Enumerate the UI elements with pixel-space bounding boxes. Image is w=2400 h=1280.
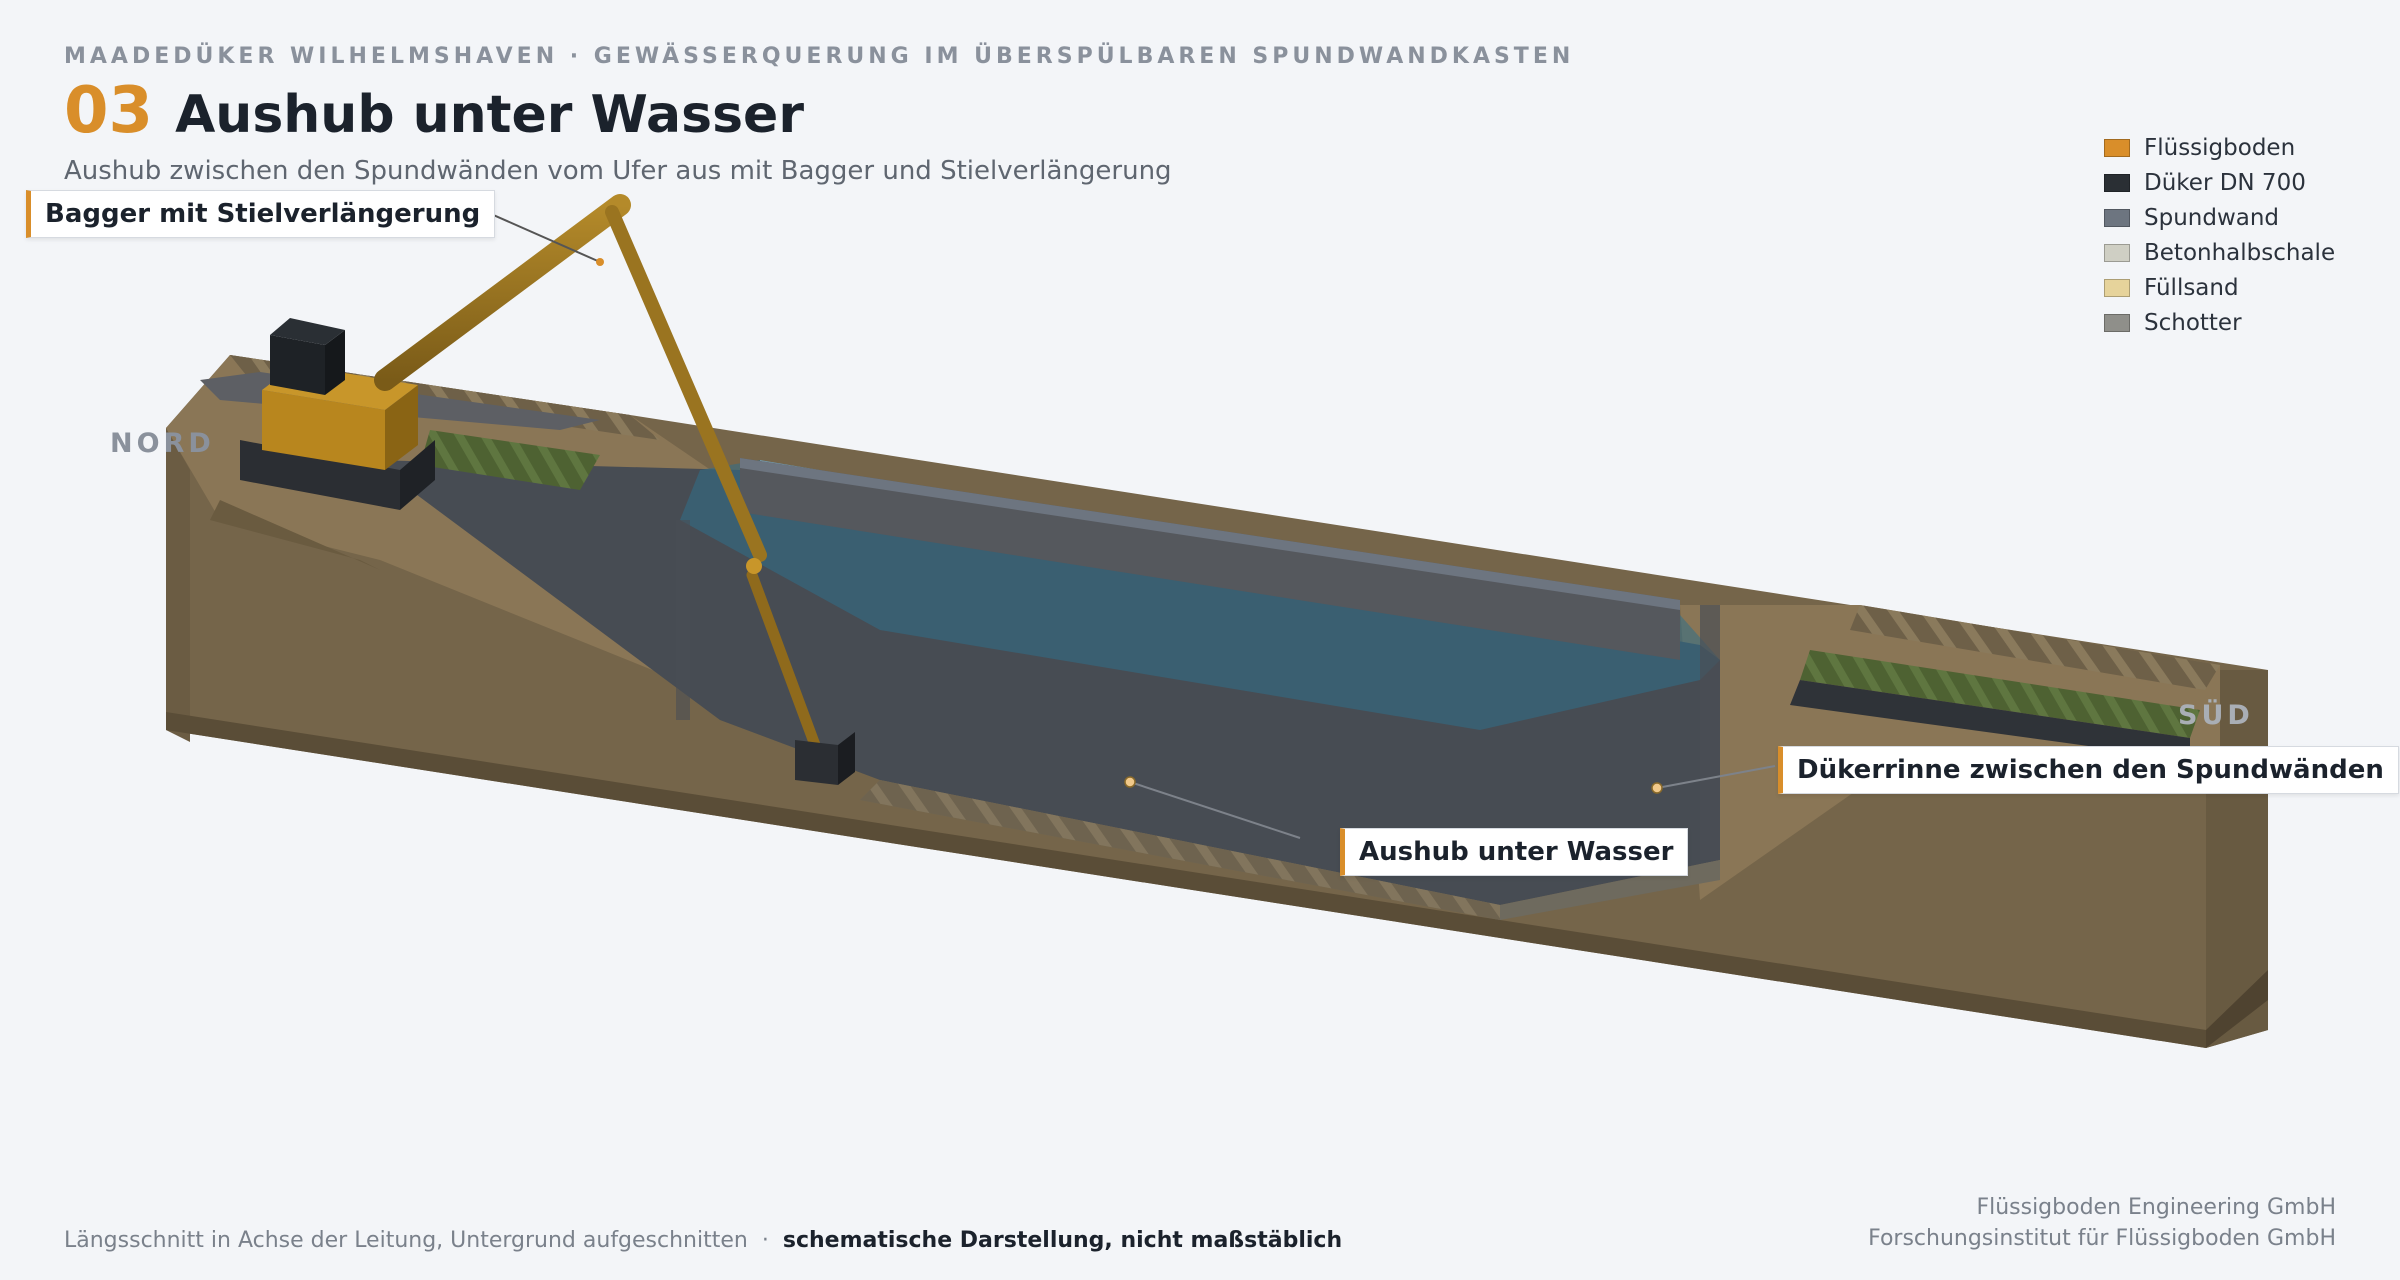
- page-title: Aushub unter Wasser: [175, 85, 804, 145]
- excavator: [240, 194, 855, 785]
- footer-emphasis: schematische Darstellung, nicht maßstäbl…: [782, 1228, 1343, 1253]
- callout-excavator: Bagger mit Stielverlängerung: [26, 190, 496, 238]
- legend: Flüssigboden Düker DN 700 Spundwand Beto…: [2104, 130, 2335, 340]
- legend-item: Spundwand: [2104, 200, 2335, 235]
- legend-label: Füllsand: [2144, 274, 2239, 301]
- legend-label: Betonhalbschale: [2144, 239, 2336, 266]
- project-kicker: MAADEDÜKER WILHELMSHAVEN · GEWÄSSERQUERU…: [64, 44, 1575, 69]
- callout-trench: Dükerrinne zwischen den Spundwänden: [1778, 746, 2399, 794]
- legend-item: Schotter: [2104, 305, 2335, 340]
- legend-swatch: [2104, 278, 2130, 297]
- trench: [370, 460, 1720, 920]
- company-name-2: Forschungsinstitut für Flüssigboden GmbH: [1868, 1226, 2336, 1251]
- footer-separator: ·: [761, 1228, 769, 1253]
- north-label: NORD: [110, 428, 215, 459]
- legend-item: Düker DN 700: [2104, 165, 2335, 200]
- south-label: SÜD: [2178, 700, 2254, 731]
- legend-swatch: [2104, 173, 2130, 192]
- legend-swatch: [2104, 208, 2130, 227]
- legend-swatch: [2104, 138, 2130, 157]
- footer-note-text: Längsschnitt in Achse der Leitung, Unter…: [64, 1228, 748, 1253]
- page-subtitle: Aushub zwischen den Spundwänden vom Ufer…: [64, 156, 1172, 186]
- footer-companies: Flüssigboden Engineering GmbH Forschungs…: [1868, 1192, 2336, 1254]
- company-name-1: Flüssigboden Engineering GmbH: [1976, 1195, 2336, 1220]
- legend-label: Schotter: [2144, 309, 2242, 336]
- sheet-pile-walls: [676, 458, 1720, 860]
- legend-swatch: [2104, 313, 2130, 332]
- legend-label: Spundwand: [2144, 204, 2280, 231]
- green-fields: [420, 430, 2200, 760]
- step-number: 03: [64, 74, 154, 148]
- footer-note: Längsschnitt in Achse der Leitung, Unter…: [64, 1228, 1342, 1253]
- legend-item: Flüssigboden: [2104, 130, 2335, 165]
- legend-swatch: [2104, 243, 2130, 262]
- callout-excavation: Aushub unter Wasser: [1340, 828, 1689, 876]
- legend-label: Düker DN 700: [2144, 169, 2306, 196]
- legend-label: Flüssigboden: [2144, 134, 2296, 161]
- leader-lines: [481, 209, 1776, 839]
- legend-item: Betonhalbschale: [2104, 235, 2335, 270]
- title-row: 03 Aushub unter Wasser: [64, 74, 804, 148]
- legend-item: Füllsand: [2104, 270, 2335, 305]
